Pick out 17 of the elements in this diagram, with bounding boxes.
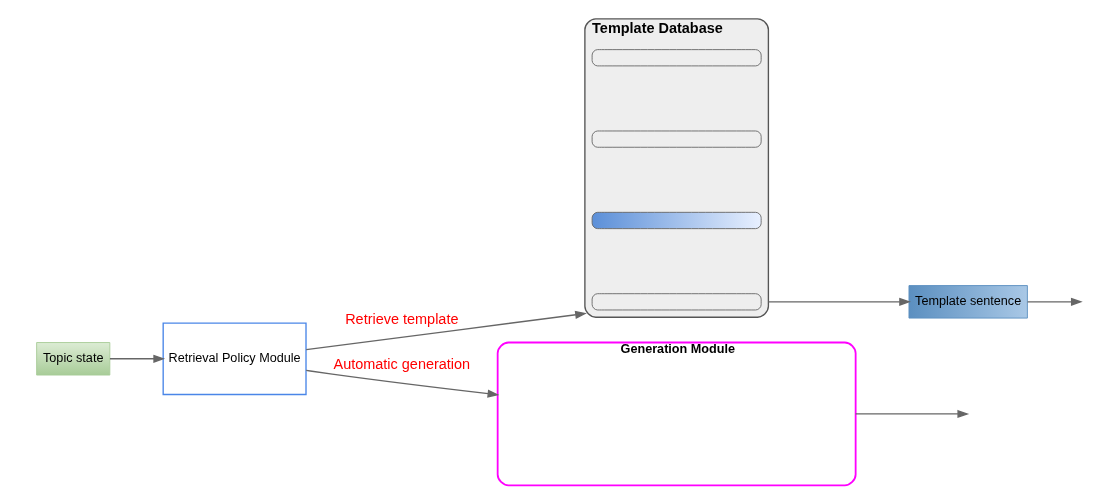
node-box: Template sentence (908, 285, 1028, 319)
arrow (854, 409, 969, 419)
edge-label: Automatic generation (333, 356, 470, 373)
node-bar (591, 293, 762, 311)
arrow (305, 310, 587, 351)
edge-label: Retrieve template (344, 311, 458, 328)
arrow (1026, 297, 1083, 306)
node-box: Topic state (35, 342, 110, 376)
node-bar (591, 130, 762, 148)
arrow (767, 297, 911, 306)
node-bar (591, 211, 762, 230)
node-box: Retrieval Policy Module (162, 322, 307, 396)
arrow (108, 354, 165, 363)
node-bar (591, 49, 762, 67)
node-box: Generation Module (496, 341, 857, 487)
cluster: Template Database (583, 18, 769, 318)
arrow (305, 369, 499, 398)
